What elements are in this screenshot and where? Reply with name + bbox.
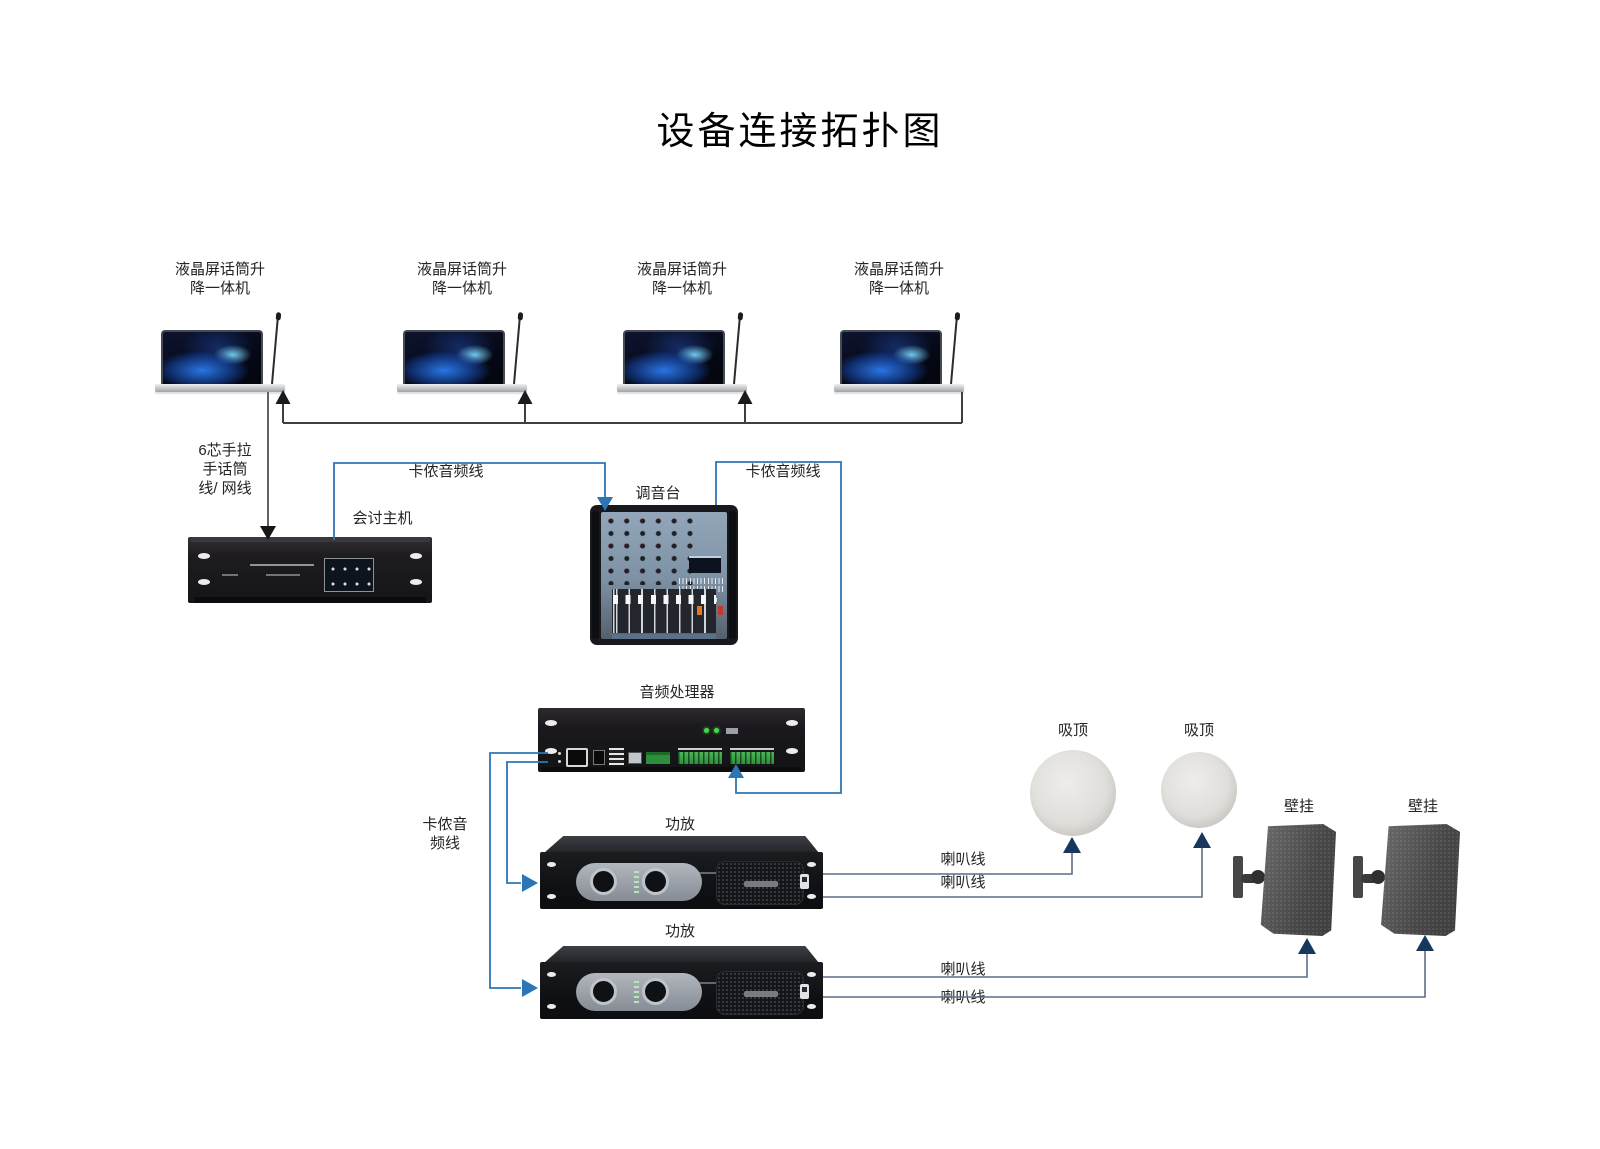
power-amp-2 <box>540 946 823 1022</box>
volume-knob <box>590 978 617 1005</box>
power-switch <box>800 984 809 999</box>
mixer-label: 调音台 <box>635 485 681 502</box>
page-title: 设备连接拓扑图 <box>656 111 944 153</box>
gooseneck-mic-icon <box>950 316 958 385</box>
mic-lift-unit-label: 液晶屏话筒升 降一体机 <box>174 261 265 297</box>
mic-lift-unit-label: 液晶屏话筒升 降一体机 <box>416 261 507 297</box>
laptop-screen <box>623 330 725 384</box>
gooseneck-mic-icon <box>513 316 521 385</box>
wall-speaker-2 <box>1381 824 1460 936</box>
wall-speaker-label-1: 壁挂 <box>1283 798 1314 815</box>
power-inlet <box>566 748 588 767</box>
mic-lift-unit-label: 液晶屏话筒升 降一体机 <box>636 261 727 297</box>
speaker-cable-label-4: 喇叭线 <box>940 989 986 1006</box>
gooseneck-mic-icon <box>271 316 279 385</box>
speaker-cable-label-2: 喇叭线 <box>940 874 986 891</box>
power-switch <box>800 874 809 889</box>
host-label: 会讨主机 <box>352 510 413 527</box>
mixer-lcd <box>689 556 721 573</box>
processor-label: 音频处理器 <box>639 684 715 701</box>
speaker-cable-arrows <box>1063 832 1434 954</box>
laptop-base <box>834 384 964 392</box>
mic-lift-unit-3: 液晶屏话筒升 降一体机 <box>617 261 747 510</box>
mixer-panel <box>601 512 727 639</box>
amp-top-label: 功放 <box>664 816 695 833</box>
mic-lift-unit-2: 液晶屏话筒升 降一体机 <box>397 261 527 510</box>
amp-knob-panel <box>576 863 702 901</box>
speaker-cable-lines <box>823 847 1426 998</box>
laptop-screen <box>403 330 505 384</box>
speaker-cable-label-1: 喇叭线 <box>940 851 986 868</box>
laptop-base <box>397 384 527 392</box>
ethernet-port <box>628 752 642 764</box>
mixer-faders <box>612 589 716 633</box>
speaker-cable-label-3: 喇叭线 <box>940 961 986 978</box>
host-touchscreen <box>324 558 374 592</box>
mic-lift-unit-1: 液晶屏话筒升 降一体机 <box>155 261 285 510</box>
amp-knob-panel <box>576 973 702 1011</box>
terminal-block <box>678 752 722 764</box>
mixer-device <box>590 505 738 645</box>
amp-grille <box>716 861 804 905</box>
power-amp-1 <box>540 836 823 912</box>
mic-lift-unit-label: 液晶屏话筒升 降一体机 <box>853 261 944 297</box>
mic-lift-unit-4: 液晶屏话筒升 降一体机 <box>834 261 964 510</box>
laptop-screen <box>161 330 263 384</box>
amp-bottom-label: 功放 <box>664 923 695 940</box>
gooseneck-mic-icon <box>733 316 741 385</box>
volume-knob <box>642 868 669 895</box>
xlr-cable-label-down: 卡侬音 频线 <box>422 816 468 852</box>
wall-speaker-label-2: 壁挂 <box>1407 798 1438 815</box>
wall-speaker-1 <box>1260 824 1336 936</box>
conference-host-device <box>188 537 432 603</box>
amp-grille <box>716 971 804 1015</box>
laptop-base <box>617 384 747 392</box>
laptop-base <box>155 384 285 392</box>
ceiling-speaker-label-2: 吸顶 <box>1183 722 1214 739</box>
xlr-cable-label-right: 卡侬音频线 <box>745 463 821 480</box>
volume-knob <box>590 868 617 895</box>
terminal-block <box>730 752 774 764</box>
ceiling-speaker-label-1: 吸顶 <box>1057 722 1088 739</box>
volume-knob <box>642 978 669 1005</box>
ceiling-speaker-1 <box>1030 750 1116 836</box>
xlr-cable-label-left: 卡侬音频线 <box>408 463 484 480</box>
six-core-cable-label: 6芯手拉 手话筒 线/ 网线 <box>198 442 252 497</box>
ceiling-speaker-2 <box>1161 752 1237 828</box>
audio-processor-device <box>538 708 805 772</box>
laptop-screen <box>840 330 942 384</box>
